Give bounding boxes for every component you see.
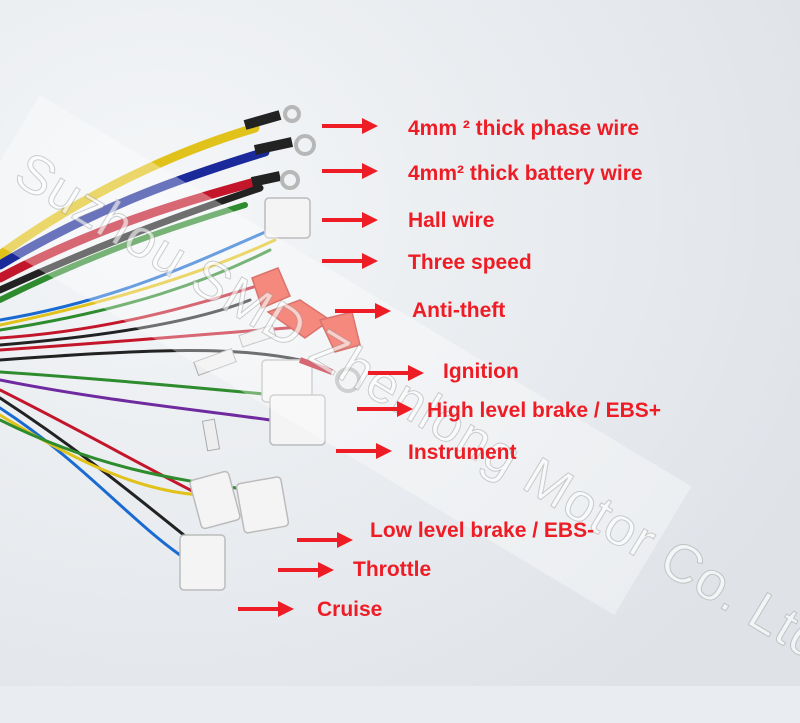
arrow-icon (368, 365, 424, 381)
wiring-harness-photo (0, 0, 800, 686)
label-phase-wire: 4mm ² thick phase wire (408, 117, 640, 140)
connectors (179, 197, 326, 591)
arrow-icon (322, 163, 378, 179)
label-high-level-brake: High level brake / EBS+ (427, 399, 662, 422)
arrow-icon (322, 212, 378, 228)
arrow-icon (322, 253, 378, 269)
arrow-icon (335, 303, 391, 319)
photo-background (0, 0, 800, 686)
arrow-icon (336, 443, 392, 459)
arrow-icon (297, 532, 353, 548)
arrow-icon (357, 401, 413, 417)
label-battery-wire: 4mm² thick battery wire (408, 162, 643, 185)
label-cruise: Cruise (317, 598, 383, 621)
ignition-terminal (298, 357, 361, 393)
arrow-icon (238, 601, 294, 617)
ring-terminals (243, 105, 316, 190)
label-three-speed: Three speed (408, 251, 532, 274)
arrow-icon (322, 118, 378, 134)
label-low-level-brake: Low level brake / EBS- (370, 519, 595, 542)
label-ignition: Ignition (443, 360, 519, 383)
label-instrument: Instrument (408, 441, 517, 464)
wire-tags (193, 324, 277, 452)
arrow-icon (278, 562, 334, 578)
label-anti-theft: Anti-theft (412, 299, 506, 322)
red-connectors (251, 267, 361, 353)
phase-wires (0, 123, 270, 303)
label-throttle: Throttle (353, 558, 432, 581)
label-hall-wire: Hall wire (408, 209, 495, 232)
